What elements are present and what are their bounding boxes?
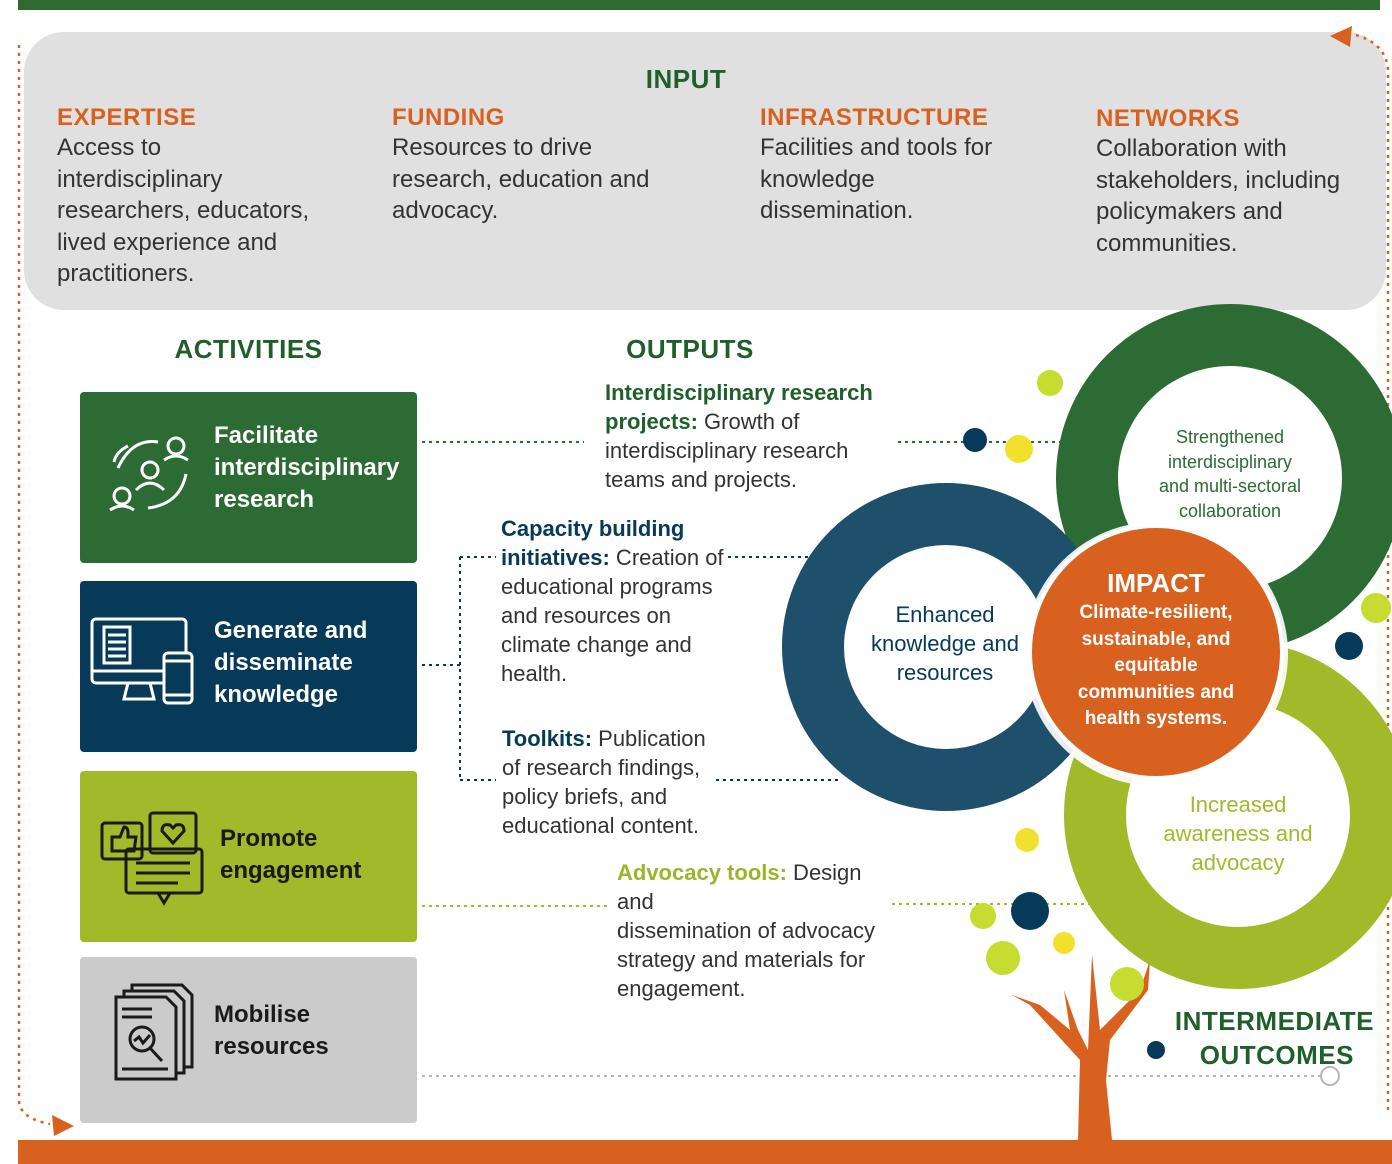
activities-title: ACTIVITIES (174, 334, 323, 364)
input-heading: FUNDING (392, 104, 505, 131)
outputs-title: OUTPUTS (626, 334, 754, 364)
input-panel (24, 32, 1386, 310)
people-network-icon (109, 436, 189, 512)
decorative-dots (963, 370, 1391, 1059)
impact-circle (1028, 524, 1284, 780)
impact-text: IMPACT Climate-resilient,sustainable, an… (1046, 566, 1266, 733)
feedback-loop-arrow (17, 45, 51, 1126)
documents-search-icon (114, 983, 194, 1081)
intermediate-outcomes-title: INTERMEDIATE OUTCOMES (1174, 1006, 1374, 1070)
social-chat-icon (100, 811, 204, 906)
output-toolkits: Toolkits: Publication of research findin… (502, 726, 706, 838)
output-research-projects: Interdisciplinary research projects: Gro… (605, 380, 873, 492)
loop-arrowhead-bottom (52, 1115, 74, 1136)
bottom-border-bar (18, 1140, 1392, 1164)
input-heading: EXPERTISE (57, 104, 197, 131)
impact-title: IMPACT (1107, 568, 1205, 598)
loop-arrowhead-top (1330, 26, 1352, 47)
top-border-bar (18, 0, 1380, 10)
feedback-loop-right (1351, 32, 1390, 1110)
input-heading: INFRASTRUCTURE (760, 104, 989, 131)
tree-icon (1012, 955, 1150, 1140)
input-title: INPUT (645, 64, 727, 94)
input-heading: NETWORKS (1096, 105, 1240, 132)
output-capacity-building: Capacity building initiatives: Creation … (501, 516, 724, 686)
output-advocacy-tools: Advocacy tools: Design and dissemination… (617, 860, 876, 1001)
monitor-phone-icon (90, 617, 194, 705)
